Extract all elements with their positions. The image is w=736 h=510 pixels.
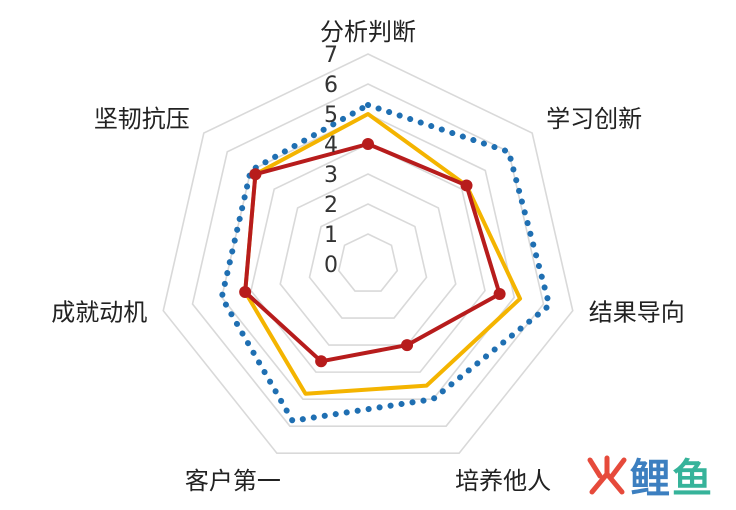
series-3-point-6 (239, 286, 252, 299)
ticks-layer: 0 1 2 3 4 5 6 7 (324, 43, 338, 278)
series-3-point-1 (362, 138, 374, 150)
series-3-point-3 (493, 288, 506, 301)
watermark-char-2: 鱼 (672, 456, 714, 502)
grid-ring-5 (220, 113, 516, 400)
flame-icon (587, 455, 627, 495)
series-3-point-7 (249, 168, 262, 181)
grid-ring-4 (250, 143, 486, 373)
grid-ring-7 (162, 53, 574, 455)
grid-ring-3 (279, 173, 457, 346)
grid-ring-6 (191, 83, 545, 427)
axis-label-3: 结果导向 (589, 299, 685, 327)
axis-label-5: 客户第一 (185, 467, 281, 495)
series-3-point-5 (315, 355, 328, 368)
tick-label-6: 6 (324, 73, 338, 98)
grid-ring-2 (308, 203, 428, 319)
tick-label-2: 2 (324, 193, 338, 218)
series-line-1 (218, 101, 553, 425)
grid-ring-1 (337, 233, 399, 292)
axis-label-6: 成就动机 (51, 299, 147, 327)
tick-label-5: 5 (324, 103, 338, 128)
series-3-point-2 (460, 179, 473, 192)
axis-label-1: 分析判断 (320, 18, 416, 46)
tick-label-0: 0 (324, 253, 338, 278)
watermark-logo: 鲤 鱼 (584, 446, 714, 504)
axis-label-2: 学习创新 (546, 105, 642, 133)
series-3-point-4 (401, 339, 414, 352)
tick-label-4: 4 (324, 133, 338, 158)
tick-label-1: 1 (324, 223, 338, 248)
watermark-char-1: 鲤 (630, 456, 672, 502)
axis-label-7: 坚韧抗压 (94, 105, 190, 133)
axis-label-4: 培养他人 (455, 467, 551, 495)
series-layer (218, 101, 553, 425)
grid-layer (162, 53, 574, 455)
tick-label-3: 3 (324, 163, 338, 188)
series-line-3 (243, 142, 502, 364)
tick-label-7: 7 (324, 43, 338, 68)
